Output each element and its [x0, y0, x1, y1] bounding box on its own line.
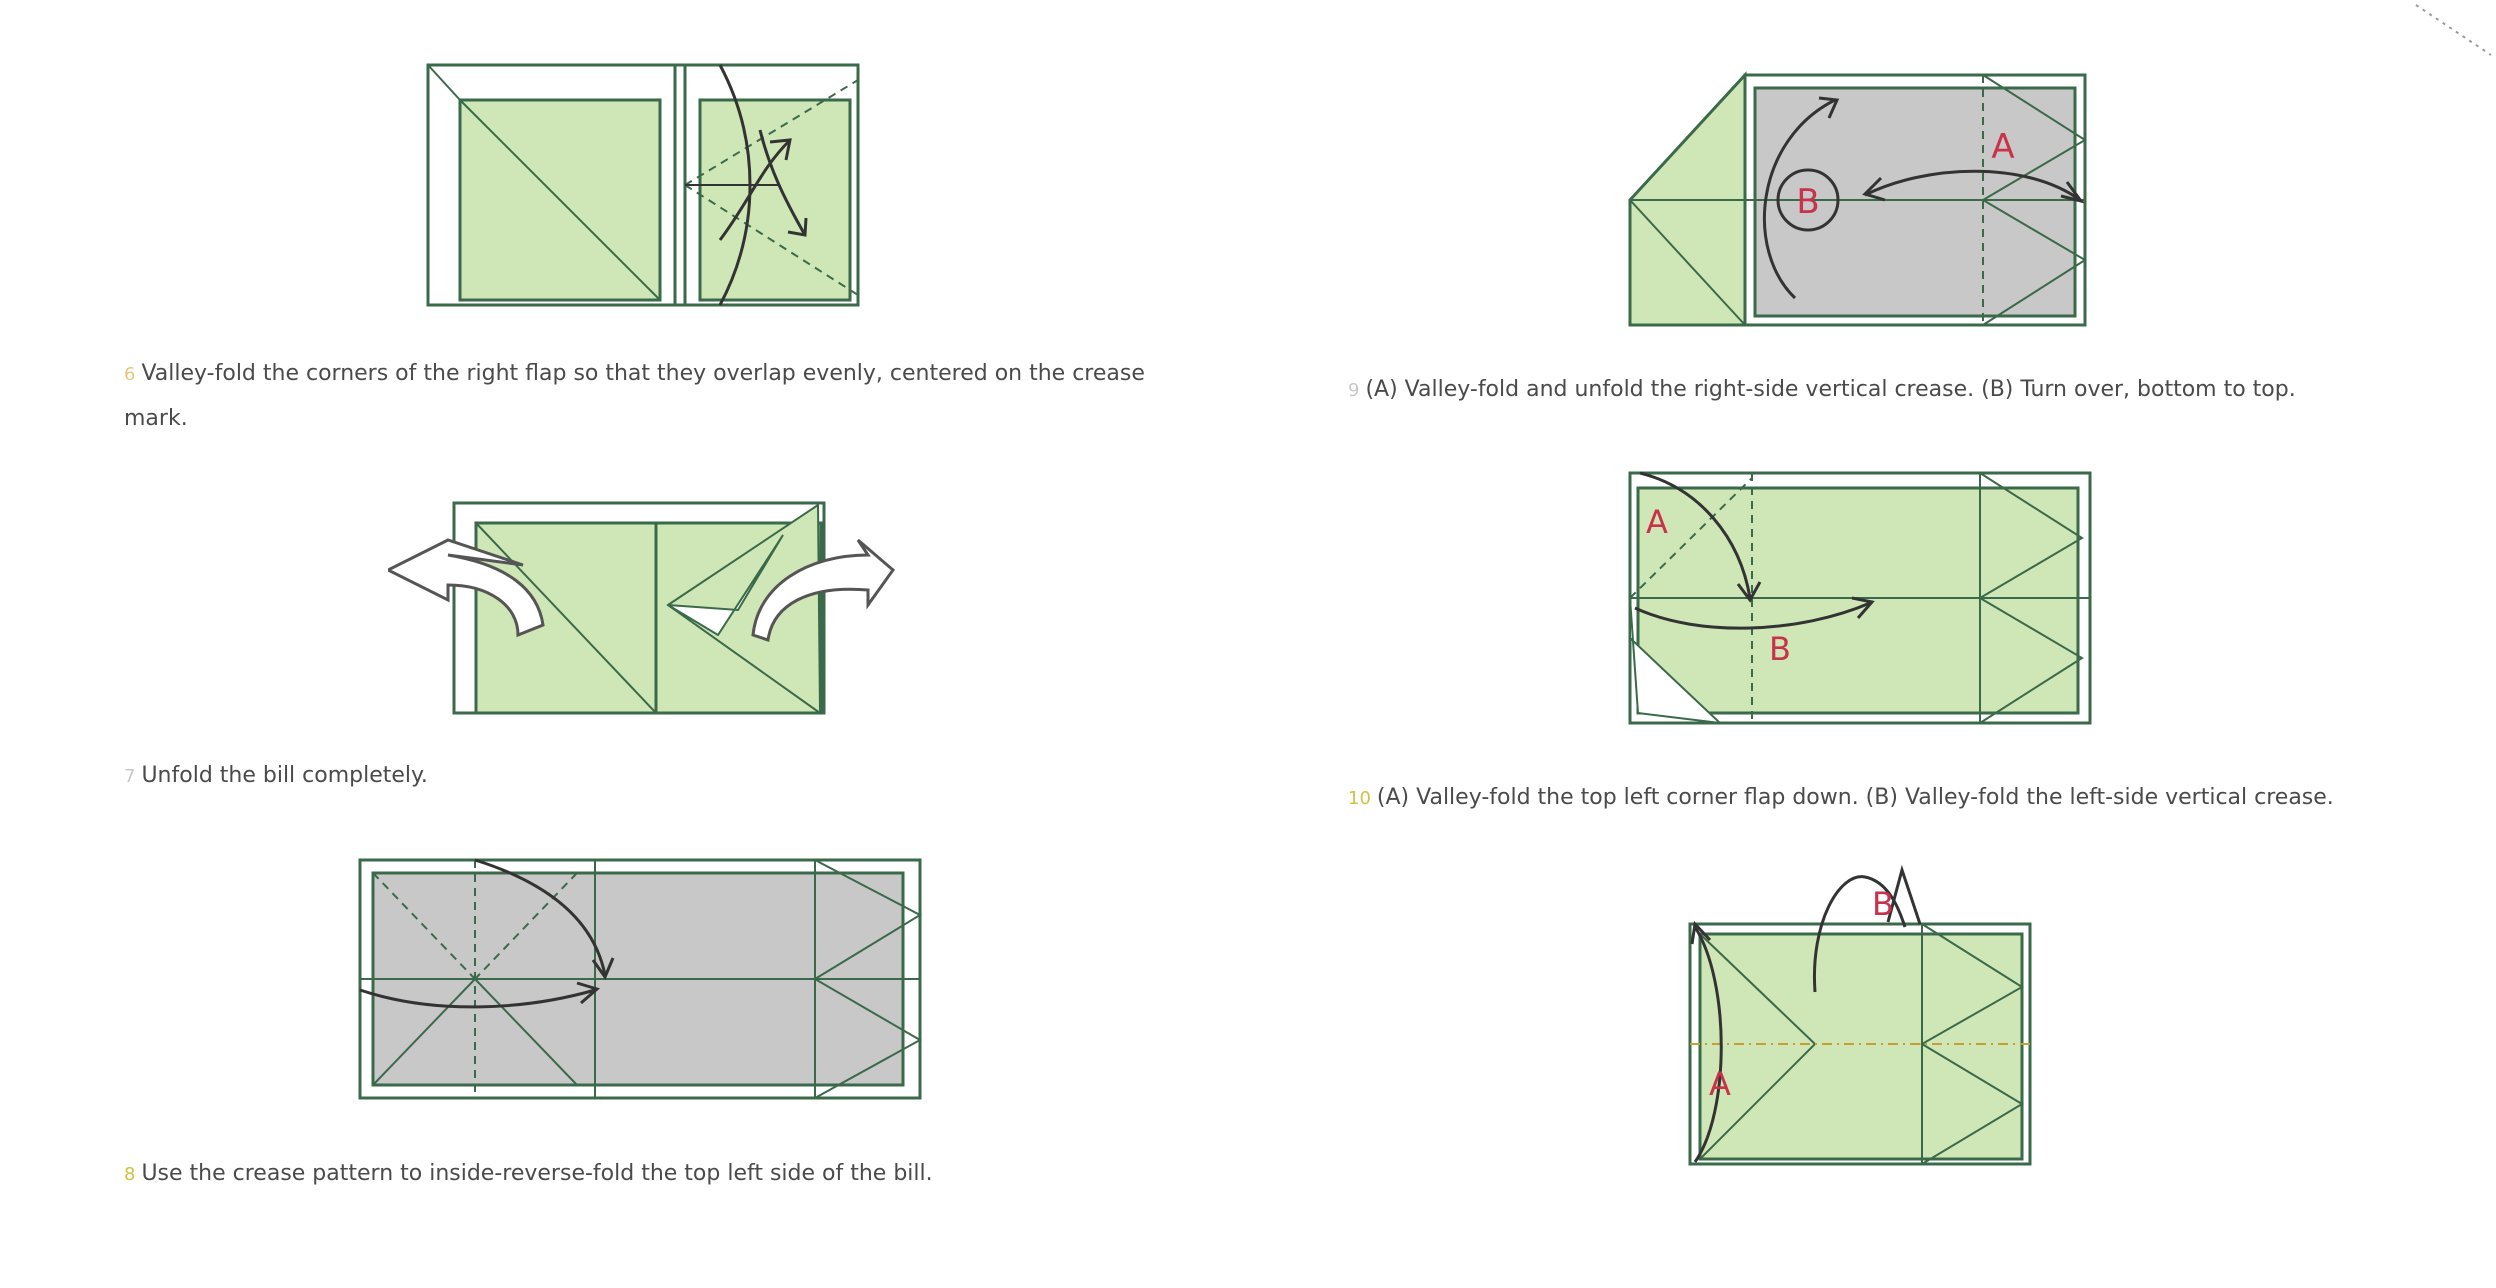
- step-number: 7: [124, 766, 136, 787]
- step-text: (A) Valley-fold and unfold the right-sid…: [1365, 377, 2296, 402]
- step-10-diagram: A B: [1628, 471, 2092, 725]
- label-a: A: [1646, 503, 1668, 541]
- step-11-diagram: A B: [1688, 864, 2032, 1166]
- label-a: A: [1991, 127, 2014, 167]
- label-a: A: [1709, 1065, 1731, 1103]
- step-6-diagram: [426, 63, 860, 307]
- step-9-caption: 9(A) Valley-fold and unfold the right-si…: [1348, 368, 2468, 413]
- step-10-caption: 10(A) Valley-fold the top left corner fl…: [1348, 776, 2468, 821]
- label-b: B: [1769, 630, 1791, 668]
- step-number: 9: [1348, 380, 1360, 401]
- step-9-diagram: B A: [1628, 71, 2087, 327]
- step-text: (A) Valley-fold the top left corner flap…: [1376, 785, 2334, 810]
- step-text: Use the crease pattern to inside-reverse…: [141, 1161, 933, 1186]
- step-7-diagram: [388, 501, 896, 715]
- label-b: B: [1872, 885, 1894, 923]
- label-b: B: [1796, 182, 1819, 222]
- step-text: Unfold the bill completely.: [141, 763, 428, 788]
- step-number: 6: [124, 364, 136, 385]
- corner-decoration: [2415, 4, 2492, 56]
- step-text: Valley-fold the corners of the right fla…: [124, 361, 1145, 431]
- step-number: 8: [124, 1164, 136, 1185]
- step-number: 10: [1348, 788, 1371, 809]
- step-8-diagram: [358, 858, 923, 1100]
